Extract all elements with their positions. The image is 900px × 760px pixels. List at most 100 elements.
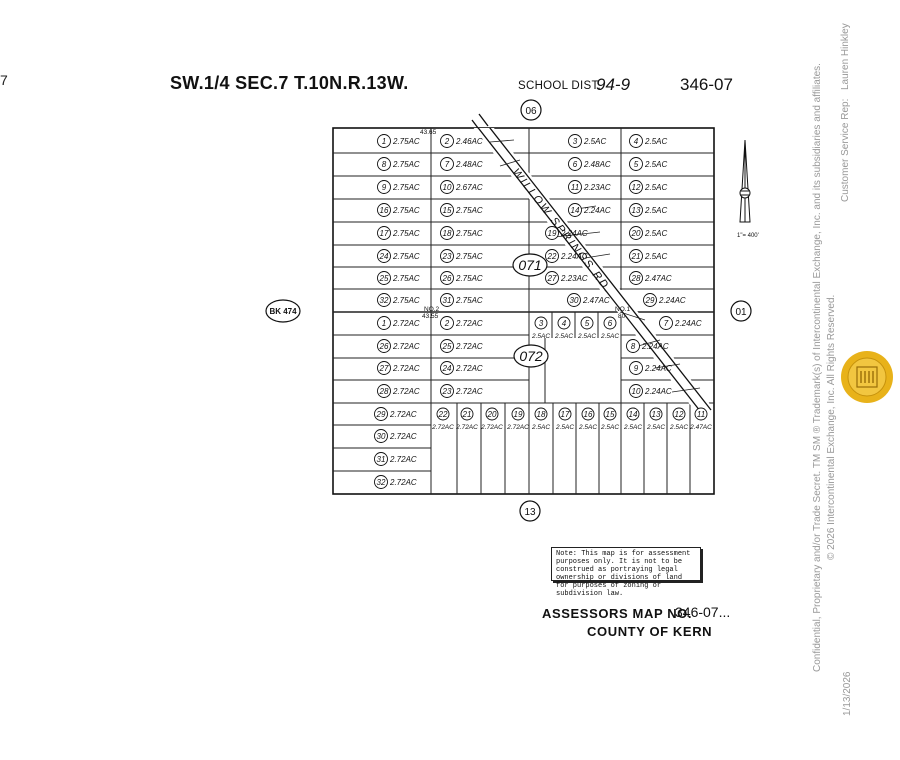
sheet-ref-bottom[interactable]: 13 [519, 500, 541, 522]
parcel-072-14[interactable]: 142.5AC [623, 407, 642, 431]
parcel-072-11[interactable]: 112.47AC [689, 407, 712, 431]
parcel-acreage: 2.75AC [455, 252, 483, 261]
parcel-number: 31 [443, 296, 452, 305]
map-number: 346-07 [680, 75, 733, 94]
parcel-072-18[interactable]: 182.5AC [531, 407, 550, 431]
parcel-acreage: 2.67AC [455, 183, 483, 192]
parcel-number: 26 [379, 342, 389, 351]
parcel-acreage: 2.48AC [583, 160, 611, 169]
parcel-acreage: 2.75AC [392, 183, 420, 192]
parcel-072-19[interactable]: 192.72AC [506, 407, 529, 431]
parcel-072-15[interactable]: 152.5AC [600, 407, 619, 431]
parcel-acreage: 2.23AC [560, 274, 588, 283]
parcel-acreage: 2.24AC [560, 252, 588, 261]
parcel-number: 22 [438, 410, 448, 419]
parcel-number: 17 [380, 229, 389, 238]
watermark-confidential: Confidential, Proprietary and/or Trade S… [812, 63, 823, 672]
parcel-072-3[interactable]: 32.5AC [531, 316, 550, 340]
parcel-072-6[interactable]: 62.5AC [600, 316, 619, 340]
parcel-acreage: 2.75AC [392, 160, 420, 169]
parcel-072-4[interactable]: 42.5AC [554, 316, 573, 340]
parcel-072-12[interactable]: 122.5AC [669, 407, 688, 431]
parcel-072-22[interactable]: 222.72AC [431, 407, 454, 431]
parcel-number: 29 [645, 296, 655, 305]
parcel-number: 2 [444, 319, 450, 328]
sheet-ref-right[interactable]: 01 [730, 300, 752, 322]
parcel-acreage: 2.47AC [689, 424, 712, 431]
parcel-acreage: 2.5AC [644, 160, 667, 169]
parcel-072-16[interactable]: 162.5AC [578, 407, 597, 431]
parcel-072-20[interactable]: 202.72AC [480, 407, 503, 431]
parcel-number: 4 [562, 319, 567, 328]
parcel-acreage: 2.75AC [455, 206, 483, 215]
parcel-number: 23 [442, 252, 452, 261]
parcel-acreage: 2.72AC [389, 455, 417, 464]
parcel-number: 29 [376, 410, 386, 419]
parcel-number: 23 [442, 387, 452, 396]
parcel-072-5[interactable]: 52.5AC [577, 316, 596, 340]
sheet-ref-top[interactable]: 06 [520, 99, 542, 121]
parcel-072-21[interactable]: 212.72AC [455, 407, 478, 431]
parcel-072-13[interactable]: 132.5AC [646, 407, 665, 431]
parcel-acreage: 2.24AC [583, 206, 611, 215]
assessors-map-number: 346-07... [675, 604, 731, 620]
sheet-ref-left[interactable]: BK 474 [265, 299, 301, 323]
parcel-072-17[interactable]: 172.5AC [555, 407, 574, 431]
survey-mark-1: 43.65 [420, 129, 437, 136]
school-district-label: SCHOOL DIST. [518, 80, 602, 92]
parcel-acreage: 2.24AC [658, 296, 686, 305]
parcel-acreage: 2.75AC [392, 252, 420, 261]
parcel-acreage: 2.72AC [389, 432, 417, 441]
parcel-acreage: 2.23AC [583, 183, 611, 192]
parcel-number: 10 [632, 387, 641, 396]
